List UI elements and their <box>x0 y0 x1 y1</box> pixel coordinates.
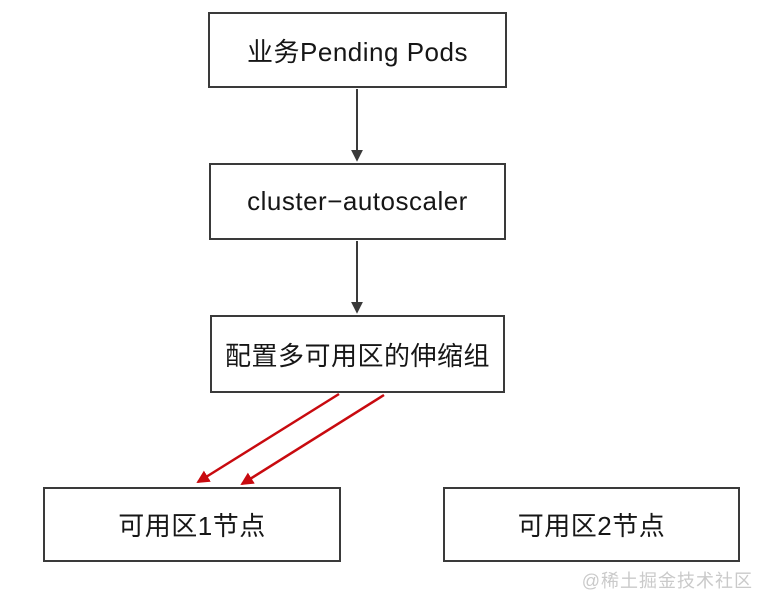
node-cluster-autoscaler-label: cluster−autoscaler <box>247 186 468 216</box>
node-az2-nodes: 可用区2节点 <box>443 487 740 562</box>
node-az2-nodes-label: 可用区2节点 <box>517 511 666 541</box>
watermark: @稀土掘金技术社区 <box>581 571 753 591</box>
node-multi-az-scaling-group: 配置多可用区的伸缩组 <box>210 315 505 393</box>
node-cluster-autoscaler: cluster−autoscaler <box>209 163 506 240</box>
node-multi-az-scaling-group-label: 配置多可用区的伸缩组 <box>224 340 490 371</box>
node-az1-nodes: 可用区1节点 <box>43 487 341 562</box>
node-pending-pods-label: 业务Pending Pods <box>247 36 468 67</box>
node-pending-pods: 业务Pending Pods <box>208 12 507 88</box>
edge-group-to-az1-arrow-2 <box>240 393 385 486</box>
node-az1-nodes-label: 可用区1节点 <box>118 511 266 541</box>
edge-group-to-az1-arrow-1 <box>196 392 340 484</box>
